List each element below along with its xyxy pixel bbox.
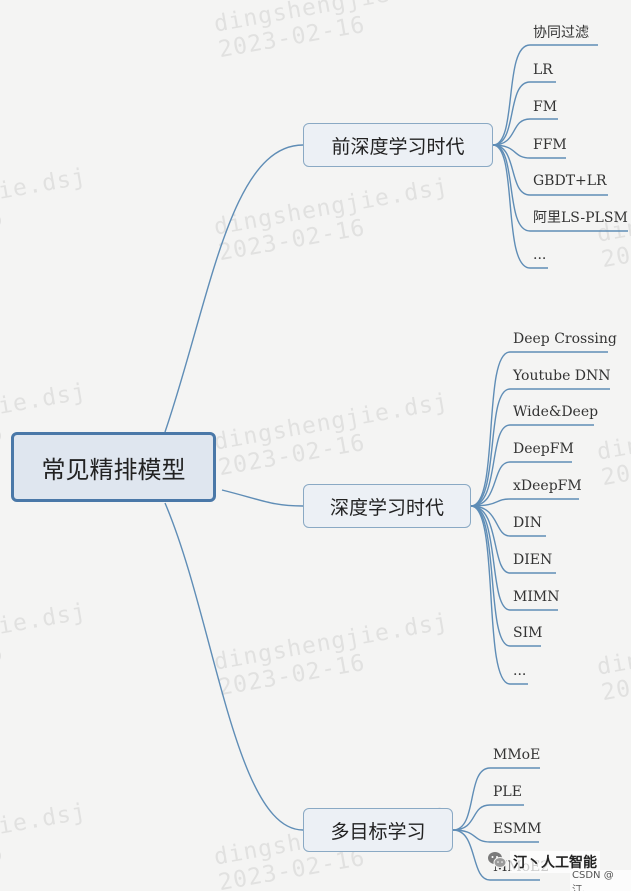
branch-label: 深度学习时代 [329,496,444,519]
leaf-node[interactable]: MIMN [513,589,560,605]
link-b1-leaf-7 [492,144,548,269]
link-b2-leaf-6 [470,505,546,537]
leaf-node[interactable]: FM [533,99,558,115]
branch-label: 多目标学习 [330,820,426,843]
link-b1-leaf-5 [492,144,608,196]
link-b2-leaf-1 [470,351,608,507]
leaf-node[interactable]: 阿里LS-PLSM [533,210,628,226]
leaf-node[interactable]: DIEN [513,552,553,568]
link-b2-leaf-8 [470,505,558,611]
link-b3-leaf-3 [452,829,539,843]
link-b2-leaf-5 [470,498,579,507]
leaf-node[interactable]: DIN [513,515,543,531]
link-b3-leaf-1 [452,767,540,831]
leaf-node[interactable]: xDeepFM [513,478,582,494]
leaf-node[interactable]: FFM [533,137,567,153]
leaf-node[interactable]: ... [533,247,547,263]
link-b2-leaf-4 [470,461,572,507]
link-b2-leaf-3 [470,424,594,507]
link-b2-leaf-7 [470,505,556,574]
link-b1-leaf-2 [492,81,556,146]
branch-node-pre-deep-learning[interactable]: 前深度学习时代 [303,123,493,167]
leaf-node[interactable]: Deep Crossing [513,331,617,347]
link-root-branch-2 [221,489,304,507]
leaf-node[interactable]: MMoE [493,747,541,763]
link-b1-leaf-4 [492,144,566,159]
link-root-branch-1 [164,144,304,433]
footer-credit: CSDN @汀、 [570,870,631,891]
leaf-node[interactable]: GBDT+LR [533,173,607,189]
link-b3-leaf-4 [452,829,540,881]
footer-brand: 汀丶人工智能 [510,851,600,873]
branch-label: 前深度学习时代 [331,135,465,158]
root-label: 常见精排模型 [41,455,186,484]
branch-node-multi-task[interactable]: 多目标学习 [303,808,453,852]
leaf-node[interactable]: Wide&Deep [513,404,599,420]
leaf-node[interactable]: DeepFM [513,441,574,457]
link-b1-leaf-1 [492,44,598,146]
link-b1-leaf-3 [492,118,558,146]
leaf-node[interactable]: ... [513,663,527,679]
leaf-node[interactable]: PLE [493,784,522,800]
leaf-node[interactable]: SIM [513,625,543,641]
link-root-branch-3 [164,502,304,831]
branch-node-deep-learning[interactable]: 深度学习时代 [303,484,471,528]
link-b2-leaf-2 [470,388,610,507]
root-node[interactable]: 常见精排模型 [11,432,216,502]
leaf-node[interactable]: 协同过滤 [533,25,589,41]
leaf-node[interactable]: Youtube DNN [513,368,611,384]
leaf-node[interactable]: LR [533,62,553,78]
leaf-node[interactable]: ESMM [493,821,542,837]
link-b2-leaf-10 [470,505,528,685]
link-b2-leaf-9 [470,505,541,647]
wechat-icon [488,852,507,868]
link-b3-leaf-2 [452,804,524,831]
